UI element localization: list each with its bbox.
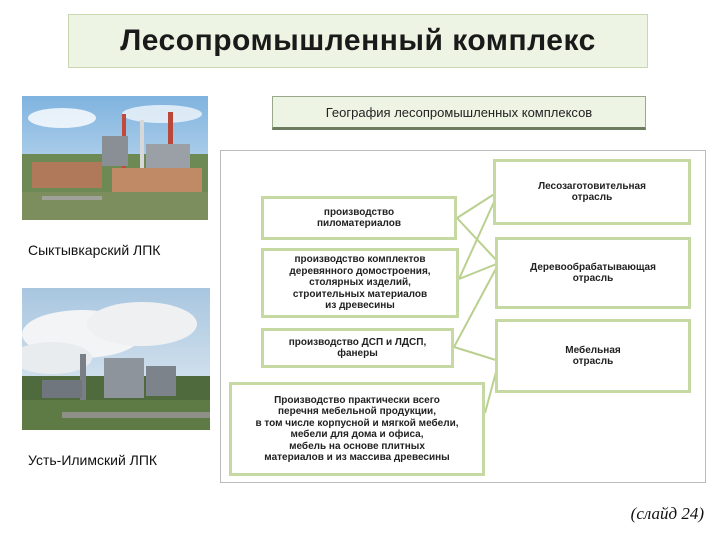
title-box: Лесопромышленный комплекс — [68, 14, 648, 68]
photo-caption-ust-ilimsk: Усть-Илимский ЛПК — [28, 452, 158, 468]
industry-diagram: производство пиломатериалов производство… — [220, 150, 706, 483]
product-box-housing: производство комплектов деревянного домо… — [261, 248, 459, 318]
diagram-connectors — [453, 190, 500, 414]
subtitle-box: География лесопромышленных комплексов — [272, 96, 646, 130]
industry-box-furniture: Мебельная отрасль — [495, 319, 691, 393]
industry-box-logging: Лесозаготовительная отрасль — [493, 159, 691, 225]
product-box-particleboard: производство ДСП и ЛДСП, фанеры — [261, 328, 454, 368]
slide-number: (слайд 24) — [630, 504, 704, 523]
photo-syktyvkar — [22, 96, 208, 220]
photo-caption-syktyvkar: Сыктывкарский ЛПК — [28, 242, 161, 258]
photo-ust-ilimsk — [22, 288, 210, 430]
industry-box-woodworking: Деревообрабатывающая отрасль — [495, 237, 691, 309]
page-title: Лесопромышленный комплекс — [120, 24, 596, 57]
product-box-furniture: Производство практически всего перечня м… — [229, 382, 485, 476]
product-box-lumber: производство пиломатериалов — [261, 196, 457, 240]
subtitle: География лесопромышленных комплексов — [325, 104, 593, 120]
